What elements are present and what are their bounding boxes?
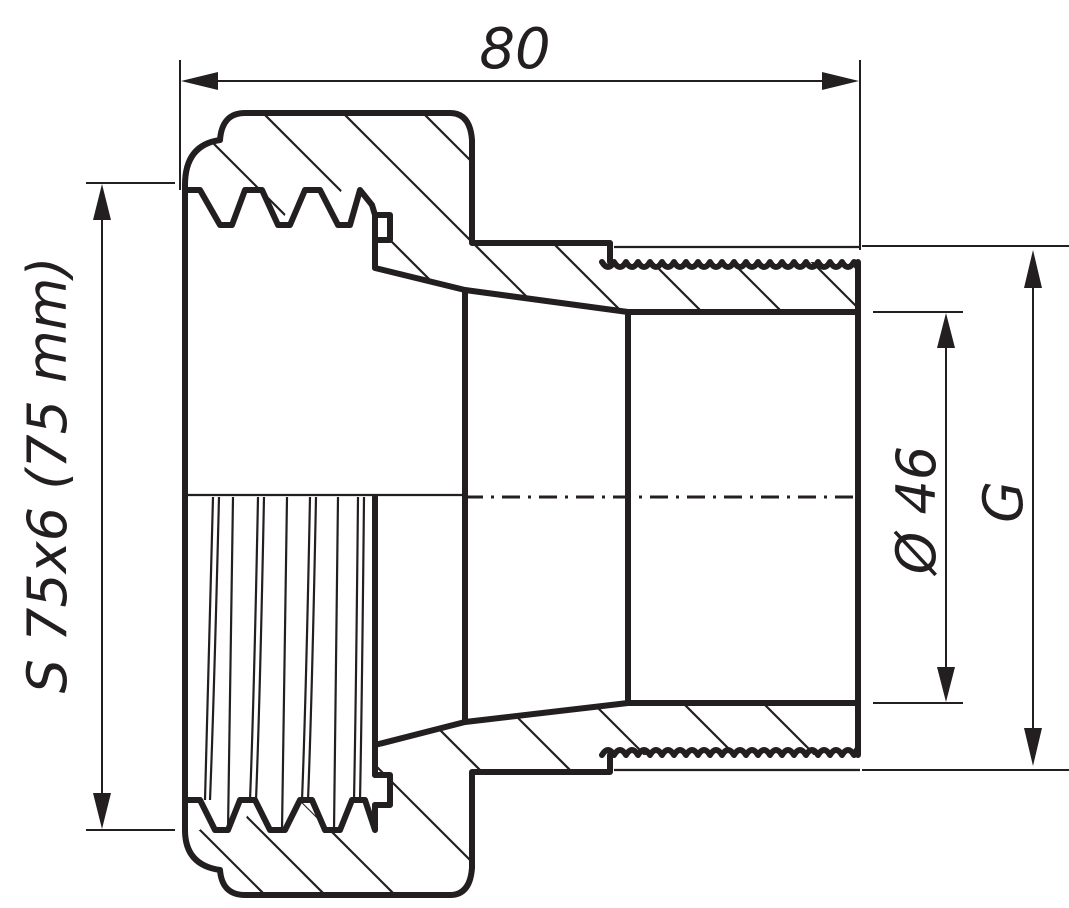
seal-groove-upper bbox=[372, 212, 393, 243]
internal-thread-upper bbox=[182, 187, 378, 228]
bore-diameter-label: Ø 46 bbox=[885, 446, 948, 576]
thread-flank-lines bbox=[203, 494, 378, 831]
dimension-overall-length: 80 bbox=[179, 17, 861, 250]
external-thread-upper bbox=[599, 259, 861, 271]
dimension-bore-diameter: Ø 46 bbox=[873, 311, 963, 704]
external-thread-lower bbox=[599, 745, 861, 758]
arrow-down-icon bbox=[93, 793, 111, 829]
arrow-right-icon bbox=[822, 72, 859, 90]
arrow-down-icon bbox=[937, 667, 955, 702]
dimension-nut-thread: S 75x6 (75 mm) bbox=[16, 182, 175, 831]
nut-outline-lower bbox=[182, 492, 613, 898]
seal-groove-lower bbox=[372, 772, 393, 808]
internal-thread-lower bbox=[182, 797, 378, 833]
nut-thread-label: S 75x6 (75 mm) bbox=[16, 257, 79, 694]
arrow-up-icon bbox=[93, 184, 111, 220]
bore-edges bbox=[185, 287, 861, 725]
overall-length-label: 80 bbox=[479, 17, 550, 82]
dimension-outer-thread: G bbox=[862, 245, 1069, 771]
pipe-end-upper bbox=[372, 237, 861, 315]
hatching-lower bbox=[185, 703, 858, 895]
arrow-left-icon bbox=[181, 72, 218, 90]
outer-thread-label: G bbox=[972, 481, 1035, 523]
pipe-end-lower bbox=[372, 700, 861, 778]
nut-outline-upper bbox=[182, 110, 613, 498]
arrow-up-icon bbox=[937, 313, 955, 348]
lower-section bbox=[182, 492, 861, 898]
arrow-up-icon bbox=[1024, 250, 1042, 288]
arrow-down-icon bbox=[1024, 728, 1042, 766]
